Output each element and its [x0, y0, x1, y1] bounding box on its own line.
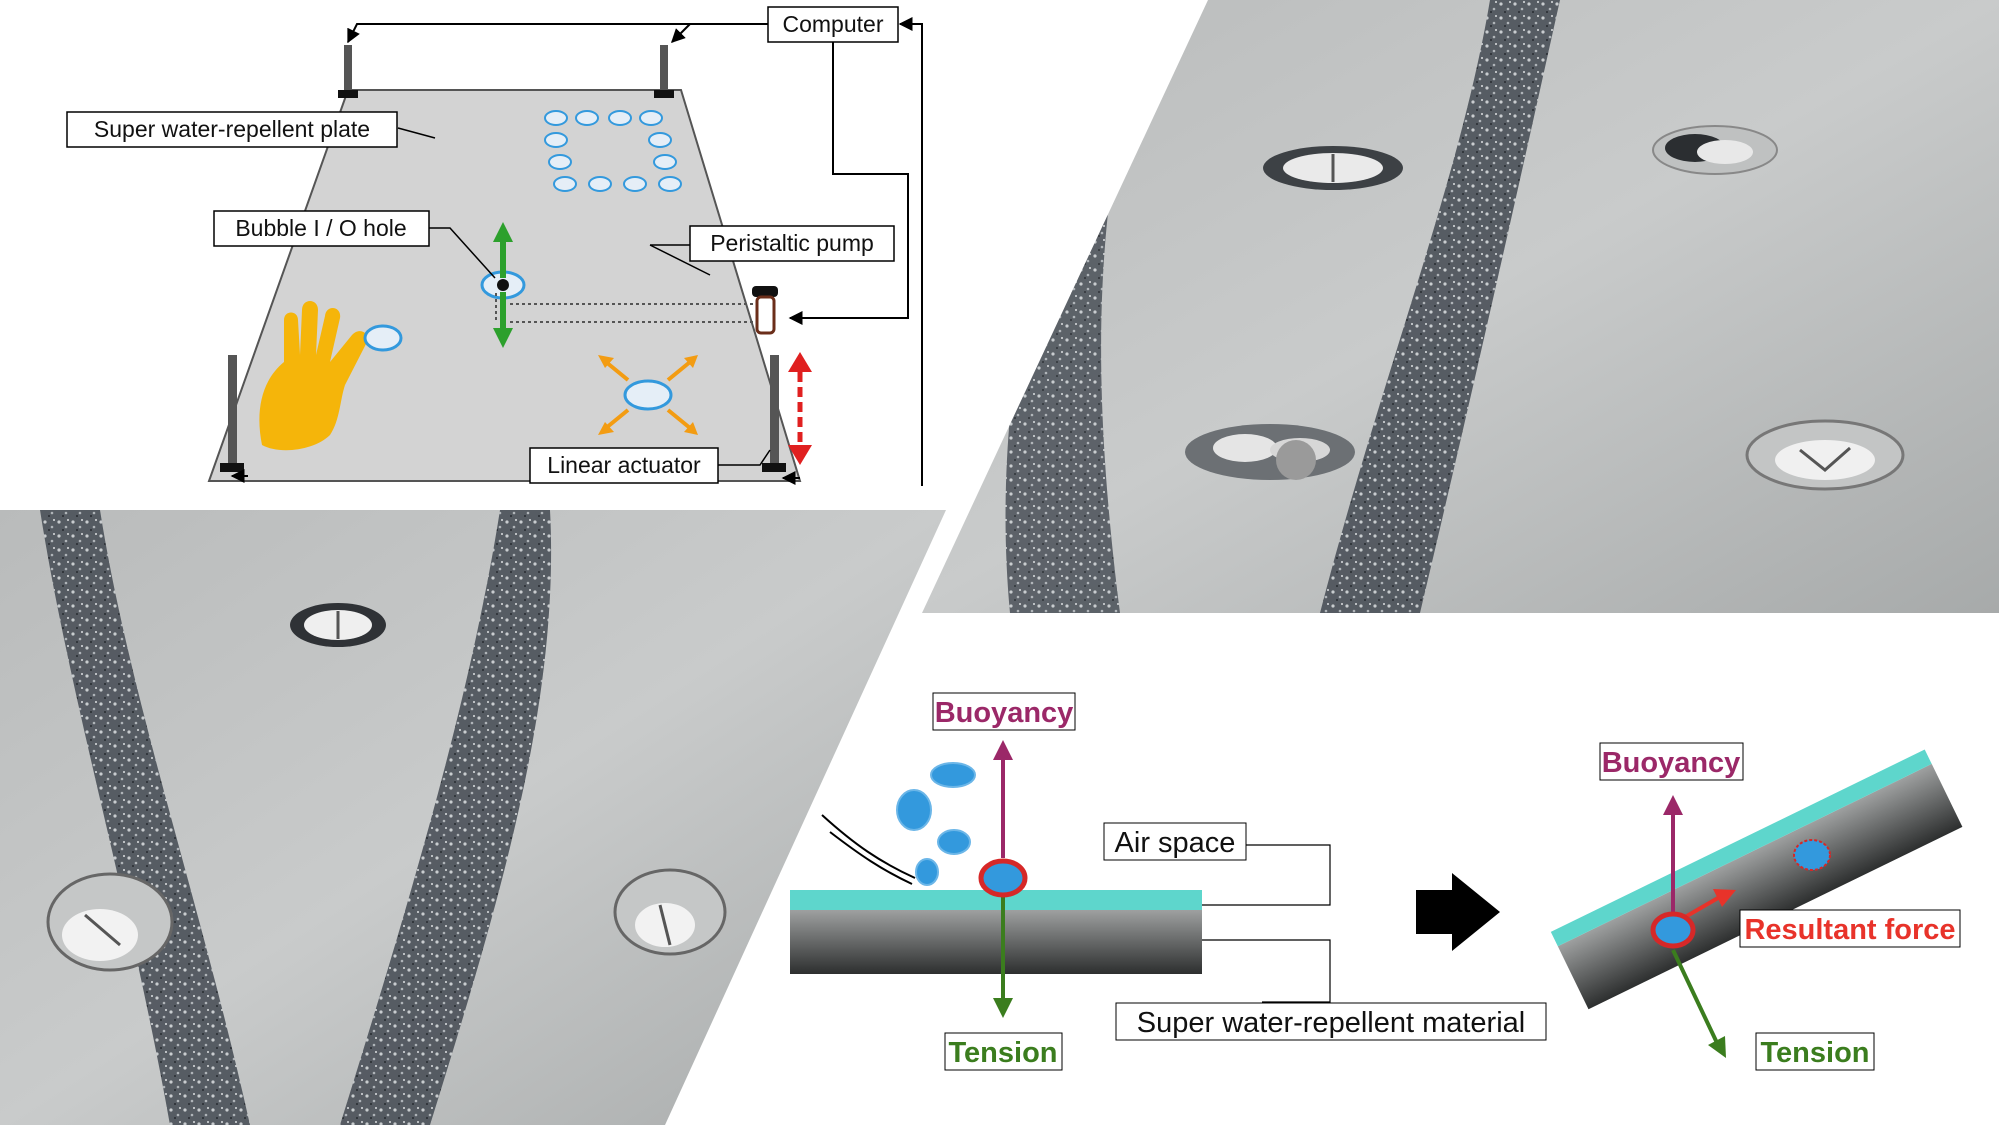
- label-brackets: [1202, 844, 1331, 1003]
- bubble-icon: [575, 110, 599, 126]
- tilted-plate: [1550, 749, 1963, 1010]
- bubble-icon: [1650, 911, 1696, 949]
- tension-arrow-flat: [993, 895, 1013, 1018]
- bubble-icon: [639, 110, 663, 126]
- bubble-icon: [623, 176, 647, 192]
- bubble-icon: [544, 132, 568, 148]
- right-arrow-icon: [1416, 873, 1500, 951]
- flat-plate: [790, 890, 1202, 974]
- bubble-icon: [896, 789, 932, 831]
- bubble-icon: [978, 858, 1028, 898]
- buoyancy-label-flat: Buoyancy: [935, 697, 1074, 729]
- photo-bubble: [613, 868, 727, 956]
- resultant-label-box: Resultant force: [1739, 909, 1961, 948]
- bubble-icon: [588, 176, 612, 192]
- green-vertical-arrow: [493, 222, 513, 348]
- photo-bubble: [290, 603, 386, 647]
- bubble-grid: [544, 110, 682, 192]
- photo-bubble: [46, 872, 174, 972]
- linear-actuator-icon: [338, 45, 358, 98]
- pump-label-box: Peristaltic pump: [689, 225, 895, 262]
- red-vertical-arrow: [788, 352, 812, 465]
- bubble-icon: [930, 762, 976, 788]
- bubble-icon: [915, 858, 939, 886]
- bubble-icon: [608, 110, 632, 126]
- tension-label-flat: Tension: [948, 1037, 1057, 1069]
- pump-tubing: [495, 293, 754, 323]
- motion-lines: [821, 814, 916, 885]
- hand-icon: [259, 301, 368, 451]
- buoyancy-label-tilted: Buoyancy: [1602, 747, 1741, 779]
- plate-label: Super water-repellent plate: [94, 116, 370, 142]
- hole-icon: [497, 279, 509, 291]
- buoyancy-label-box-tilted: Buoyancy: [1599, 742, 1744, 781]
- pump-label: Peristaltic pump: [710, 230, 874, 256]
- label-leaders: [397, 127, 771, 466]
- bubble-icon: [658, 176, 682, 192]
- bubble-icon: [553, 176, 577, 192]
- buoyancy-arrow-flat: [993, 740, 1013, 858]
- bubble-icon: [648, 132, 672, 148]
- actuator-label-box: Linear actuator: [529, 447, 719, 484]
- bubble-icon: [363, 324, 403, 352]
- moved-bubble-icon: [1793, 839, 1831, 871]
- tension-label-tilted: Tension: [1760, 1037, 1869, 1069]
- tension-label-box-tilted: Tension: [1755, 1032, 1875, 1071]
- hole-label: Bubble I / O hole: [235, 215, 406, 241]
- photo-bubble: [1745, 419, 1905, 491]
- photo-bottom-left: [0, 510, 946, 1125]
- material-label: Super water-repellent material: [1137, 1007, 1525, 1039]
- hole-label-box: Bubble I / O hole: [213, 210, 430, 247]
- plate-label-box: Super water-repellent plate: [66, 111, 398, 148]
- buoyancy-label-box-flat: Buoyancy: [932, 692, 1076, 731]
- computer-wiring: [230, 17, 923, 486]
- bubble-icon: [623, 379, 673, 411]
- orange-direction-arrows: [598, 355, 698, 435]
- computer-label-box: Computer: [767, 6, 899, 43]
- photo-top-right: [922, 0, 1999, 613]
- photo-bubble: [1185, 424, 1355, 480]
- bubble-icon: [544, 110, 568, 126]
- buoyancy-arrow-tilted: [1663, 795, 1683, 912]
- computer-label: Computer: [783, 11, 884, 37]
- bubble-icon: [937, 829, 971, 855]
- peristaltic-pump-icon: [752, 286, 778, 335]
- force-diagram: Buoyancy Tension Air space Super water-r…: [790, 692, 1963, 1071]
- photo-bubble: [1652, 125, 1778, 175]
- actuator-label: Linear actuator: [547, 452, 701, 478]
- setup-diagram: Computer Super water-repellent plate Bub…: [66, 6, 923, 486]
- material-label-box: Super water-repellent material: [1115, 1002, 1547, 1041]
- photo-bubble: [1263, 146, 1403, 190]
- linear-actuator-icon: [654, 45, 674, 98]
- tension-label-box-flat: Tension: [944, 1032, 1063, 1071]
- linear-actuator-icon: [762, 355, 786, 472]
- resultant-label: Resultant force: [1744, 914, 1955, 946]
- air-space-label: Air space: [1115, 827, 1236, 859]
- linear-actuator-icon: [220, 355, 244, 472]
- bubble-icon: [548, 154, 572, 170]
- tension-arrow-tilted: [1671, 949, 1726, 1058]
- falling-bubbles: [896, 762, 976, 886]
- bubble-icon: [653, 154, 677, 170]
- air-space-label-box: Air space: [1103, 822, 1247, 861]
